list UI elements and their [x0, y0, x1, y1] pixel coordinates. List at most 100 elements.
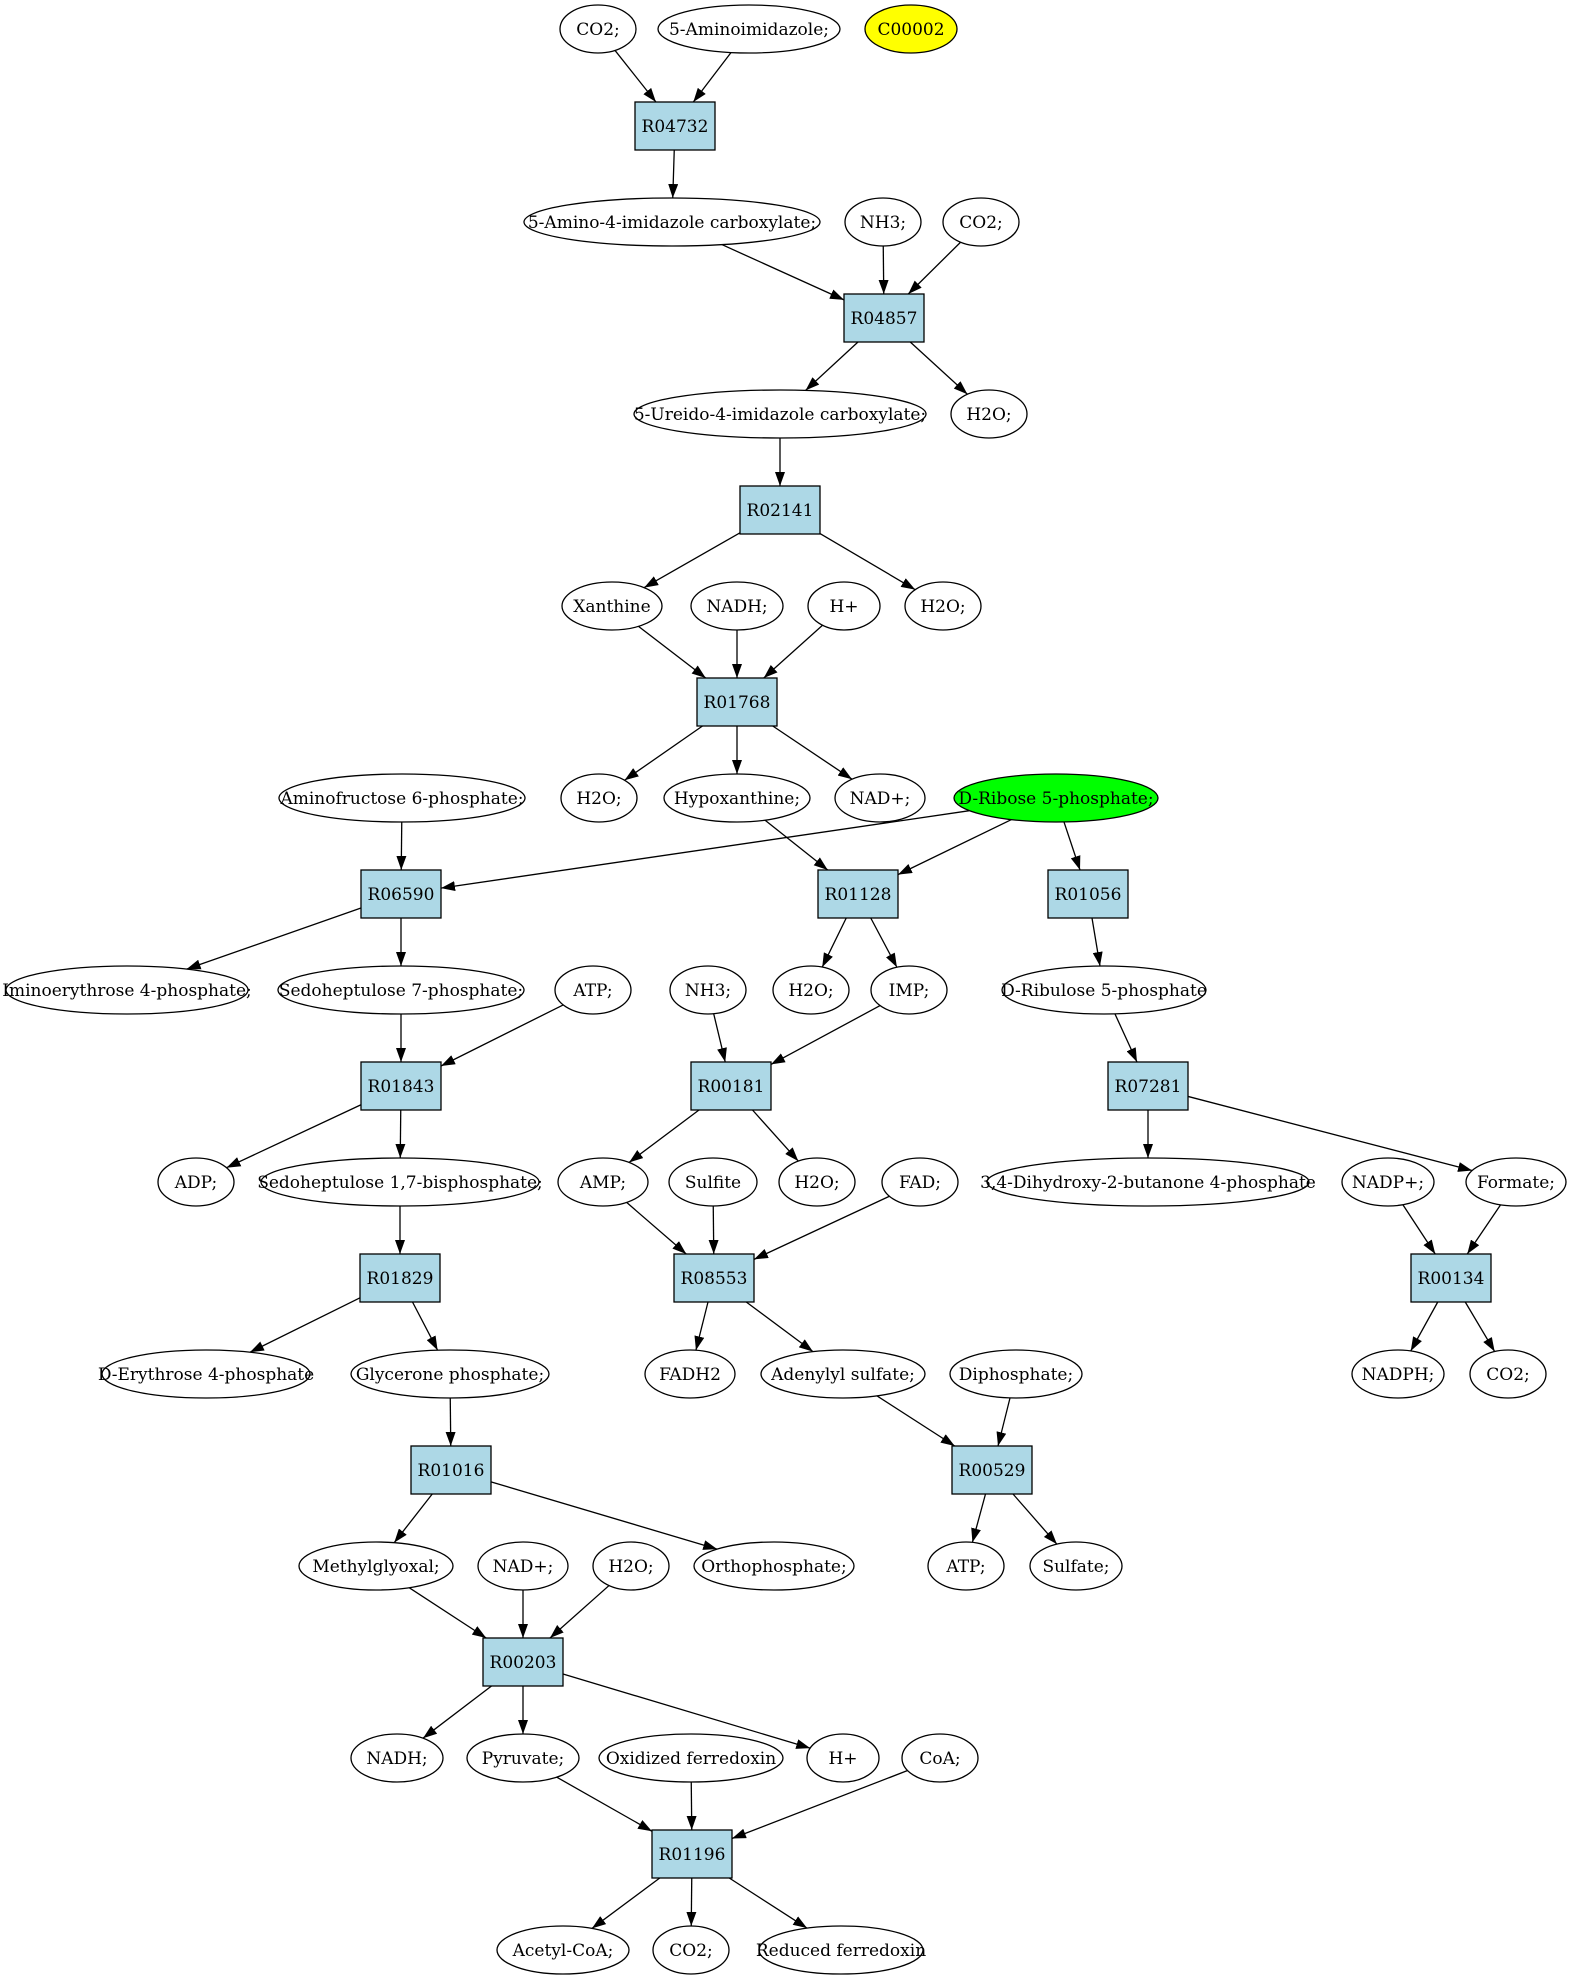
edge-arrow [408, 1587, 487, 1639]
edge-line [626, 1201, 687, 1255]
compound-label: H2O; [576, 789, 621, 809]
edge-arrow [805, 341, 859, 391]
reaction-label: R01843 [368, 1077, 435, 1097]
reaction-node: R00134 [1410, 1253, 1492, 1303]
compound-ellipse [557, 1157, 649, 1207]
compound-ellipse [870, 965, 948, 1015]
reaction-box [696, 677, 778, 727]
compound-node: Acetyl-CoA; [496, 1925, 630, 1975]
edge-arrow [393, 1493, 433, 1544]
compound-node: NAD+; [834, 773, 926, 823]
reaction-node: R01128 [817, 869, 899, 919]
compound-node: D-Ribulose 5-phosphate [1001, 965, 1207, 1015]
reaction-label: R08553 [681, 1269, 748, 1289]
edge-arrow [628, 1109, 700, 1163]
compound-ellipse [157, 1157, 235, 1207]
compound-ellipse [927, 1541, 1005, 1591]
edge-line [638, 625, 707, 679]
reaction-node: R06590 [360, 869, 442, 919]
edge-line [556, 1776, 653, 1832]
compound-node: Sedoheptulose 7-phosphate; [277, 965, 525, 1015]
compound-label: Acetyl-CoA; [512, 1941, 614, 1961]
compound-node: NAD+; [477, 1541, 569, 1591]
compound-node: NADH; [350, 1733, 444, 1783]
edge-line [643, 532, 741, 589]
edge-line [408, 1587, 487, 1639]
compound-ellipse [1001, 965, 1207, 1015]
edge-line [1410, 1301, 1439, 1352]
compound-label: ADP; [174, 1173, 217, 1193]
edge-line [772, 725, 853, 780]
reaction-node: R04857 [843, 293, 925, 343]
edge-arrow [1091, 917, 1103, 967]
edge-line [721, 244, 845, 301]
edge-line [686, 1877, 697, 1927]
edge-arrow [692, 52, 732, 103]
edge-arrow [1466, 1204, 1502, 1255]
edge-arrow [549, 1585, 610, 1639]
reaction-label: R01056 [1055, 885, 1122, 905]
edge-line [819, 532, 916, 591]
compound-node: H2O; [950, 389, 1028, 439]
compound-label: H2O; [920, 597, 965, 617]
compound-label: 5-Ureido-4-imidazole carboxylate; [634, 405, 926, 425]
compound-node: NH3; [669, 965, 747, 1015]
edge-arrow [728, 1877, 808, 1929]
compound-ellipse [806, 1733, 880, 1783]
compound-node: NADPH; [1351, 1349, 1445, 1399]
compound-node: C00002 [864, 4, 958, 54]
reaction-node: R01196 [651, 1829, 733, 1879]
compound-ellipse [690, 581, 784, 631]
compound-ellipse [942, 197, 1020, 247]
edge-line [752, 1109, 799, 1162]
reaction-label: R00529 [959, 1461, 1026, 1481]
edge-arrow [694, 1301, 709, 1351]
compound-node: Glycerone phosphate; [350, 1349, 550, 1399]
compound-label: D-Ribulose 5-phosphate [1001, 981, 1207, 1001]
compound-node: Xanthine [561, 581, 663, 631]
compound-label: NAD+; [493, 1557, 554, 1577]
compound-label: NADH; [706, 597, 767, 617]
compound-label: Hypoxanthine; [674, 789, 800, 809]
compound-label: NH3; [860, 213, 906, 233]
edge-line [694, 1301, 709, 1351]
compound-label: IMP; [889, 981, 930, 1001]
compound-node: Reduced ferredoxin [756, 1925, 926, 1975]
compound-node: D-Erythrose 4-phosphate [98, 1349, 314, 1399]
edge-line [745, 1301, 814, 1353]
reaction-label: R04857 [851, 309, 918, 329]
reaction-node: R01768 [696, 677, 778, 727]
compound-label: NH3; [685, 981, 731, 1001]
compound-ellipse [864, 4, 958, 54]
compound-label: Adenylyl sulfate; [770, 1365, 915, 1385]
edge-arrow [638, 625, 707, 679]
edge-line [870, 917, 898, 968]
edge-line [549, 1585, 610, 1639]
compound-label: AMP; [579, 1173, 626, 1193]
edge-arrow [396, 821, 407, 871]
compound-node: H+ [807, 581, 881, 631]
edge-arrow [614, 50, 657, 103]
edge-arrow [745, 1301, 814, 1353]
reaction-box [359, 1253, 441, 1303]
edge-line [422, 1685, 492, 1739]
compound-node: FADH2 [644, 1349, 736, 1399]
edge-line [753, 1195, 890, 1260]
edge-line [628, 1109, 700, 1163]
edge-arrow [897, 819, 1012, 876]
compound-label: Glycerone phosphate; [356, 1365, 544, 1385]
edge-arrow [249, 1297, 361, 1353]
compound-label: H2O; [966, 405, 1011, 425]
compound-label: Xanthine [573, 597, 650, 617]
compound-label: C00002 [877, 20, 944, 40]
reaction-node: R00181 [690, 1061, 772, 1111]
compound-node: Methylglyoxal; [298, 1541, 454, 1591]
edge-arrow [624, 725, 703, 781]
edge-line [226, 1104, 362, 1169]
edge-line [770, 1005, 881, 1065]
compound-label: Pyruvate; [482, 1749, 564, 1769]
compound-node: Sulfite [668, 1157, 758, 1207]
reaction-box [739, 485, 821, 535]
reaction-label: R01829 [367, 1269, 434, 1289]
compound-node: 5-Ureido-4-imidazole carboxylate; [633, 389, 927, 439]
